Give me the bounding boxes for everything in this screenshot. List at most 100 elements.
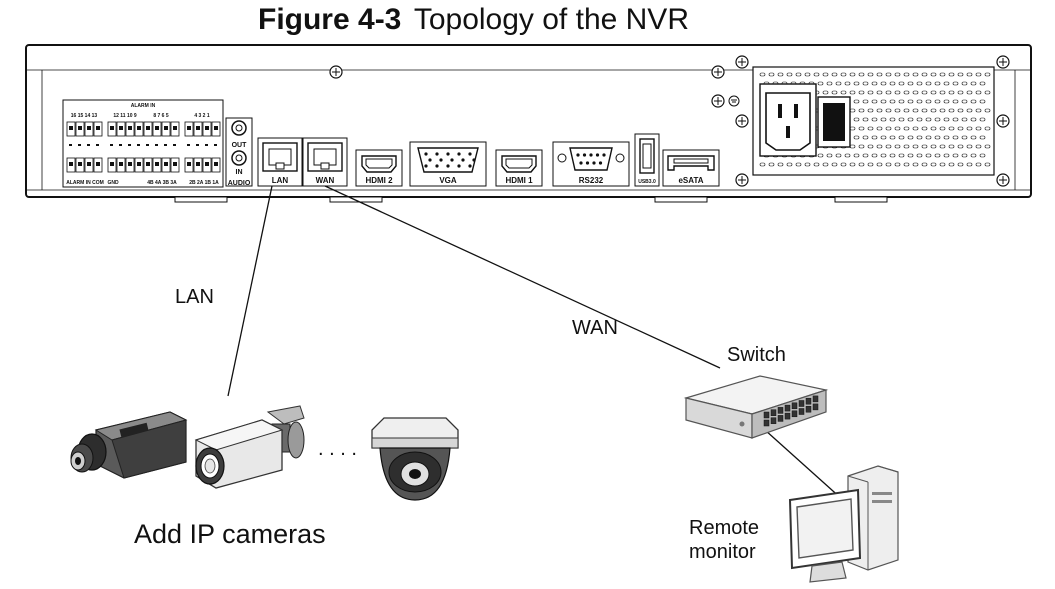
vent-hole — [903, 108, 910, 113]
vent-hole — [957, 126, 964, 131]
vent-hole — [849, 144, 856, 149]
lan-port: LAN — [257, 137, 303, 187]
vent-hole — [849, 108, 856, 113]
alarm-rs485-label-1: 4B 4A 3B 3A — [147, 180, 177, 186]
bullet-camera-icon — [194, 405, 305, 489]
vent-hole — [876, 72, 883, 77]
vga-pins — [424, 152, 476, 168]
vent-hole — [844, 81, 851, 86]
terminal-screw — [78, 162, 82, 166]
vga-pin — [472, 158, 476, 162]
terminal-screw — [128, 162, 132, 166]
vent-hole — [957, 144, 964, 149]
vent-hole — [975, 108, 982, 113]
vent-hole — [943, 117, 950, 122]
vent-hole — [817, 153, 824, 158]
vent-hole — [979, 135, 986, 140]
switch-port — [777, 407, 784, 414]
vent-hole — [921, 90, 928, 95]
vent-hole — [939, 108, 946, 113]
computer-icon — [788, 465, 899, 583]
vga-pin — [468, 152, 472, 156]
vent-hole — [880, 99, 887, 104]
terminal-screw — [119, 162, 123, 166]
vent-hole — [858, 90, 865, 95]
vent-hole — [786, 162, 793, 167]
vent-hole — [862, 153, 869, 158]
terminal-screw — [196, 126, 200, 130]
hdmi2-port-label: HDMI 2 — [365, 176, 393, 185]
rs232-pin — [589, 153, 593, 157]
vent-hole — [885, 126, 892, 131]
vga-pin — [446, 164, 450, 168]
vga-pin — [428, 158, 432, 162]
vent-hole — [966, 90, 973, 95]
vent-hole — [984, 90, 991, 95]
vent-hole — [948, 90, 955, 95]
terminal-led — [196, 144, 199, 146]
figure-number: Figure 4-3 — [258, 3, 401, 36]
vent-hole — [907, 99, 914, 104]
vent-hole — [894, 108, 901, 113]
audio-label: AUDIO — [228, 180, 251, 187]
vent-hole — [943, 153, 950, 158]
terminal-screw — [119, 126, 123, 130]
figure-caption: Topology of the NVR — [414, 3, 689, 36]
terminal-led — [173, 144, 176, 146]
vent-hole — [777, 162, 784, 167]
esata-port-label: eSATA — [678, 176, 703, 185]
vent-hole — [948, 126, 955, 131]
vent-hole — [849, 162, 856, 167]
terminal-screw — [173, 126, 177, 130]
vent-hole — [925, 135, 932, 140]
vent-hole — [876, 162, 883, 167]
terminal-screw — [164, 162, 168, 166]
usb-port: USB3.0 — [634, 133, 660, 187]
screw-icon — [996, 173, 1010, 187]
vent-hole — [948, 108, 955, 113]
terminal-screw — [214, 162, 218, 166]
vent-hole — [957, 162, 964, 167]
vga-port-label: VGA — [439, 176, 457, 185]
switch-port — [812, 395, 819, 403]
vent-hole — [952, 117, 959, 122]
vent-hole — [840, 90, 847, 95]
terminal-screw — [205, 126, 209, 130]
vent-hole — [952, 99, 959, 104]
ground-screw-icon — [711, 94, 740, 108]
switch-port — [805, 405, 812, 413]
terminal-screw — [128, 126, 132, 130]
audio-ports: OUT IN AUDIO — [225, 117, 253, 187]
vent-hole — [858, 126, 865, 131]
vga-pin — [461, 158, 465, 162]
vent-hole — [939, 90, 946, 95]
terminal-led — [110, 144, 113, 146]
vga-pin — [424, 164, 428, 168]
vent-hole — [966, 144, 973, 149]
switch-port — [770, 409, 777, 416]
vent-hole — [939, 144, 946, 149]
remote-monitor-label-line1: Remote — [689, 517, 759, 539]
vent-hole — [898, 81, 905, 86]
terminal-led — [164, 144, 167, 146]
lan-port-label: LAN — [272, 176, 289, 185]
vent-hole — [889, 153, 896, 158]
vent-hole — [966, 72, 973, 77]
vent-hole — [921, 162, 928, 167]
vent-hole — [939, 72, 946, 77]
vent-hole — [876, 126, 883, 131]
vent-hole — [934, 135, 941, 140]
vent-hole — [930, 126, 937, 131]
vga-pin — [424, 152, 428, 156]
vent-hole — [768, 162, 775, 167]
vent-hole — [903, 126, 910, 131]
terminal-led — [214, 144, 217, 146]
screw-icon — [735, 55, 749, 69]
vent-hole — [894, 72, 901, 77]
terminal-led — [155, 144, 158, 146]
vent-hole — [939, 162, 946, 167]
rs232-pin — [576, 153, 580, 157]
vga-pin — [439, 158, 443, 162]
vent-hole — [759, 72, 766, 77]
